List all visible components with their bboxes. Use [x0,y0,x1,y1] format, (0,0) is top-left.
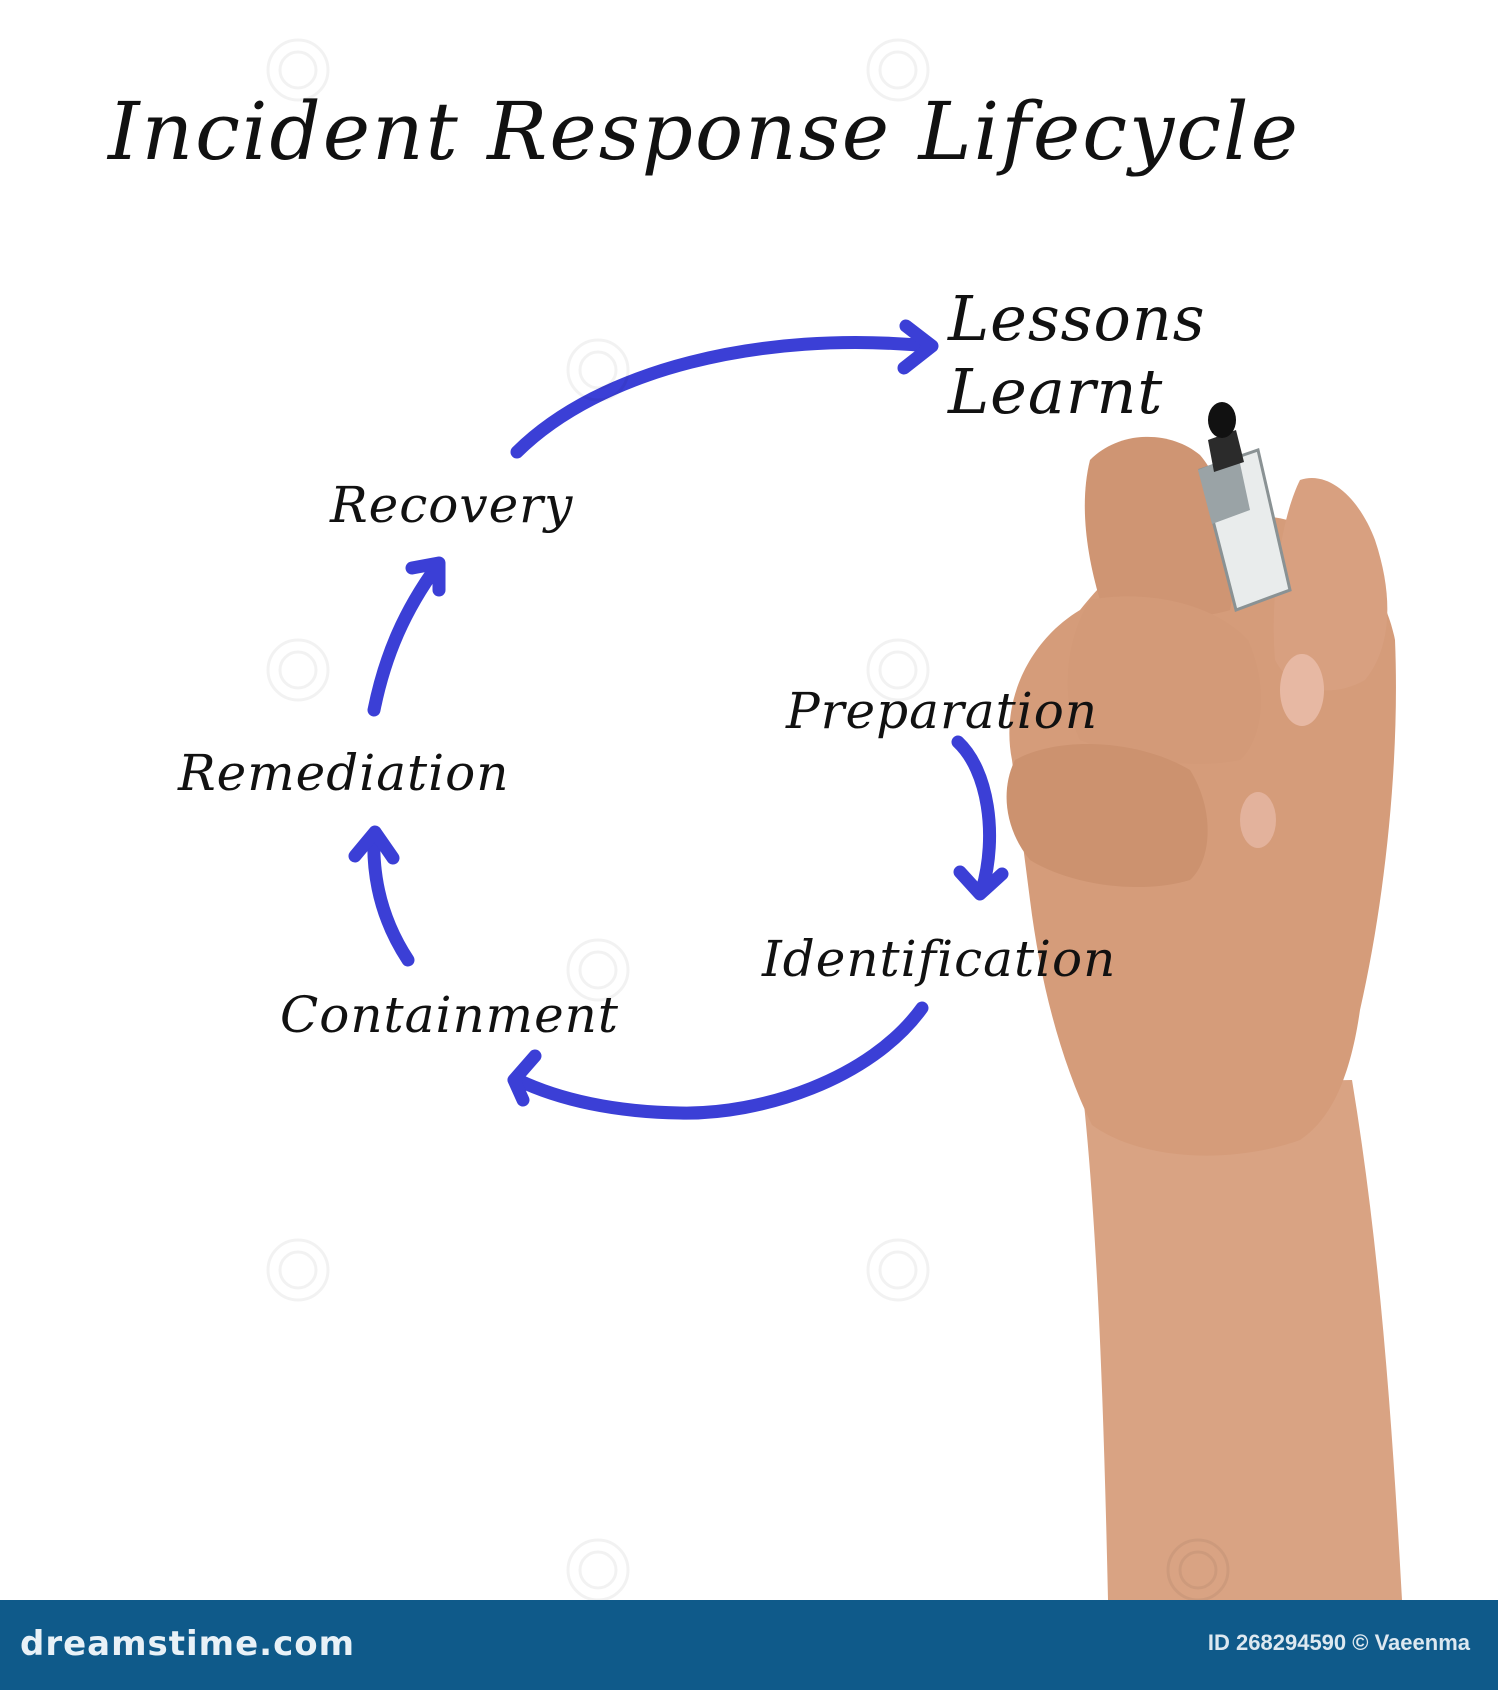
fingernail [1240,792,1276,848]
stage-preparation: Preparation [786,682,1099,740]
marker-pen [1198,402,1292,612]
footer-image-credit: ID 268294590 © Vaeenma [1207,1630,1470,1655]
arrowhead-containment [507,1049,542,1107]
index-finger [1084,436,1234,617]
middle-finger [1067,596,1262,764]
stage-lessons-learnt: Lessons Learnt [948,282,1206,429]
arrow-remediation-to-recovery [367,559,444,717]
footer-brand: dreamstime.com [20,1624,356,1664]
thumbnail [1280,654,1324,726]
arrow-identification-to-containment [511,1001,929,1120]
arrow-preparation-to-identification [951,735,997,897]
diagram-title: Incident Response Lifecycle [108,85,1300,178]
stage-identification: Identification [762,930,1117,988]
ring-finger [1006,743,1208,888]
arrowhead-remediation [348,825,400,865]
arrowhead-identification [953,865,1009,901]
forearm-shape [1082,1080,1402,1600]
stage-containment: Containment [280,986,619,1044]
watermark-footer-bar: dreamstime.com ID 268294590 © Vaeenma [0,1600,1498,1690]
arrow-recovery-to-lessons [510,336,935,459]
arrowhead-lessons [897,319,939,375]
stage-remediation: Remediation [178,744,510,802]
arrowhead-recovery [405,556,446,597]
thumb [1273,478,1388,691]
arrow-containment-to-remediation [367,829,415,967]
stage-recovery: Recovery [330,476,574,534]
